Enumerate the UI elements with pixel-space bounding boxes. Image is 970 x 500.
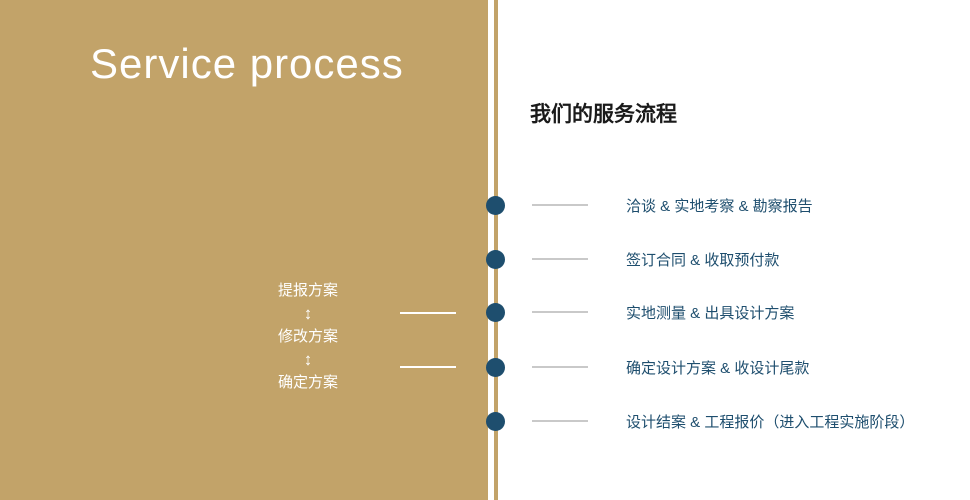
step-label: 实地测量 & 出具设计方案 bbox=[626, 304, 795, 322]
up-down-arrow-icon: ↕ bbox=[303, 304, 313, 323]
step-label: 确定设计方案 & 收设计尾款 bbox=[626, 359, 810, 377]
revision-loop: 提报方案 ↕ 修改方案 ↕ 确定方案 bbox=[258, 282, 358, 392]
process-step-row: 签订合同 & 收取预付款 bbox=[486, 248, 779, 270]
step-dot-icon bbox=[486, 302, 505, 322]
step-dot-icon bbox=[486, 195, 505, 215]
process-step-row: 设计结案 & 工程报价（进入工程实施阶段） bbox=[486, 410, 914, 432]
step-dot-icon bbox=[486, 357, 505, 377]
loop-connector-line-top bbox=[400, 312, 456, 314]
page-title: Service process bbox=[90, 40, 404, 87]
step-dash-line bbox=[532, 204, 588, 206]
step-dash-line bbox=[532, 420, 588, 422]
loop-step-confirm: 确定方案 bbox=[277, 374, 338, 391]
loop-step-revise: 修改方案 bbox=[277, 328, 338, 345]
process-step-row: 洽谈 & 实地考察 & 勘察报告 bbox=[486, 194, 813, 216]
process-step-row: 实地测量 & 出具设计方案 bbox=[486, 301, 794, 323]
step-label: 洽谈 & 实地考察 & 勘察报告 bbox=[626, 197, 813, 215]
loop-step-submit: 提报方案 bbox=[277, 282, 338, 299]
step-label: 签订合同 & 收取预付款 bbox=[626, 251, 780, 269]
left-panel: Service process 提报方案 ↕ 修改方案 ↕ 确定方案 bbox=[0, 0, 488, 500]
step-label: 设计结案 & 工程报价（进入工程实施阶段） bbox=[626, 413, 915, 431]
step-dash-line bbox=[532, 366, 588, 368]
step-dot-icon bbox=[486, 249, 505, 269]
step-dash-line bbox=[532, 258, 588, 260]
process-step-row: 确定设计方案 & 收设计尾款 bbox=[486, 356, 809, 378]
loop-connector-line-bottom bbox=[400, 366, 456, 368]
step-dot-icon bbox=[486, 411, 505, 431]
section-title: 我们的服务流程 bbox=[530, 103, 677, 126]
step-dash-line bbox=[532, 311, 588, 313]
up-down-arrow-icon: ↕ bbox=[303, 350, 313, 369]
